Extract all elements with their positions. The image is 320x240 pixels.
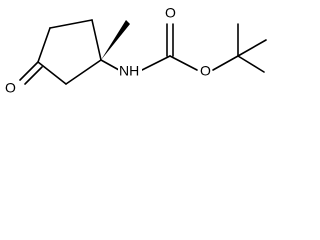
- methyl-wedge-bond: [101, 20, 130, 60]
- ring-bond-c2-c3: [91, 19, 102, 61]
- ring-bond-c3-c4: [65, 59, 102, 85]
- ring-bond-c5-c1: [37, 27, 51, 63]
- amide-nitrogen-label: NH: [119, 63, 139, 79]
- ester-oxygen-atom: O: [198, 63, 212, 79]
- ketone-oxygen-atom: O: [3, 80, 17, 96]
- ring-bond-c1-c2: [49, 19, 93, 29]
- chemical-structure-diagram: O NH O O: [3, 5, 267, 96]
- ring-bond-c4-c5: [37, 61, 67, 85]
- ketone-double-bond-outer: [19, 61, 39, 81]
- tbu-methyl-bond-right-up: [237, 39, 267, 57]
- carbonyl-oxygen-atom: O: [163, 5, 177, 22]
- ester-oxygen-label: O: [200, 63, 211, 79]
- bond-c1-n: [100, 59, 120, 71]
- ketone-oxygen-label: O: [5, 80, 16, 96]
- ketone-double-bond-inner: [24, 66, 43, 85]
- tbu-methyl-bond-right-down: [237, 55, 265, 73]
- amide-nitrogen-atom: NH: [118, 63, 142, 79]
- bond-carbonyl-c-ester-o: [169, 55, 198, 71]
- bond-ester-o-tbu-c: [212, 55, 239, 71]
- carbonyl-oxygen-label: O: [165, 5, 176, 21]
- bond-n-carbonyl-c: [141, 55, 171, 71]
